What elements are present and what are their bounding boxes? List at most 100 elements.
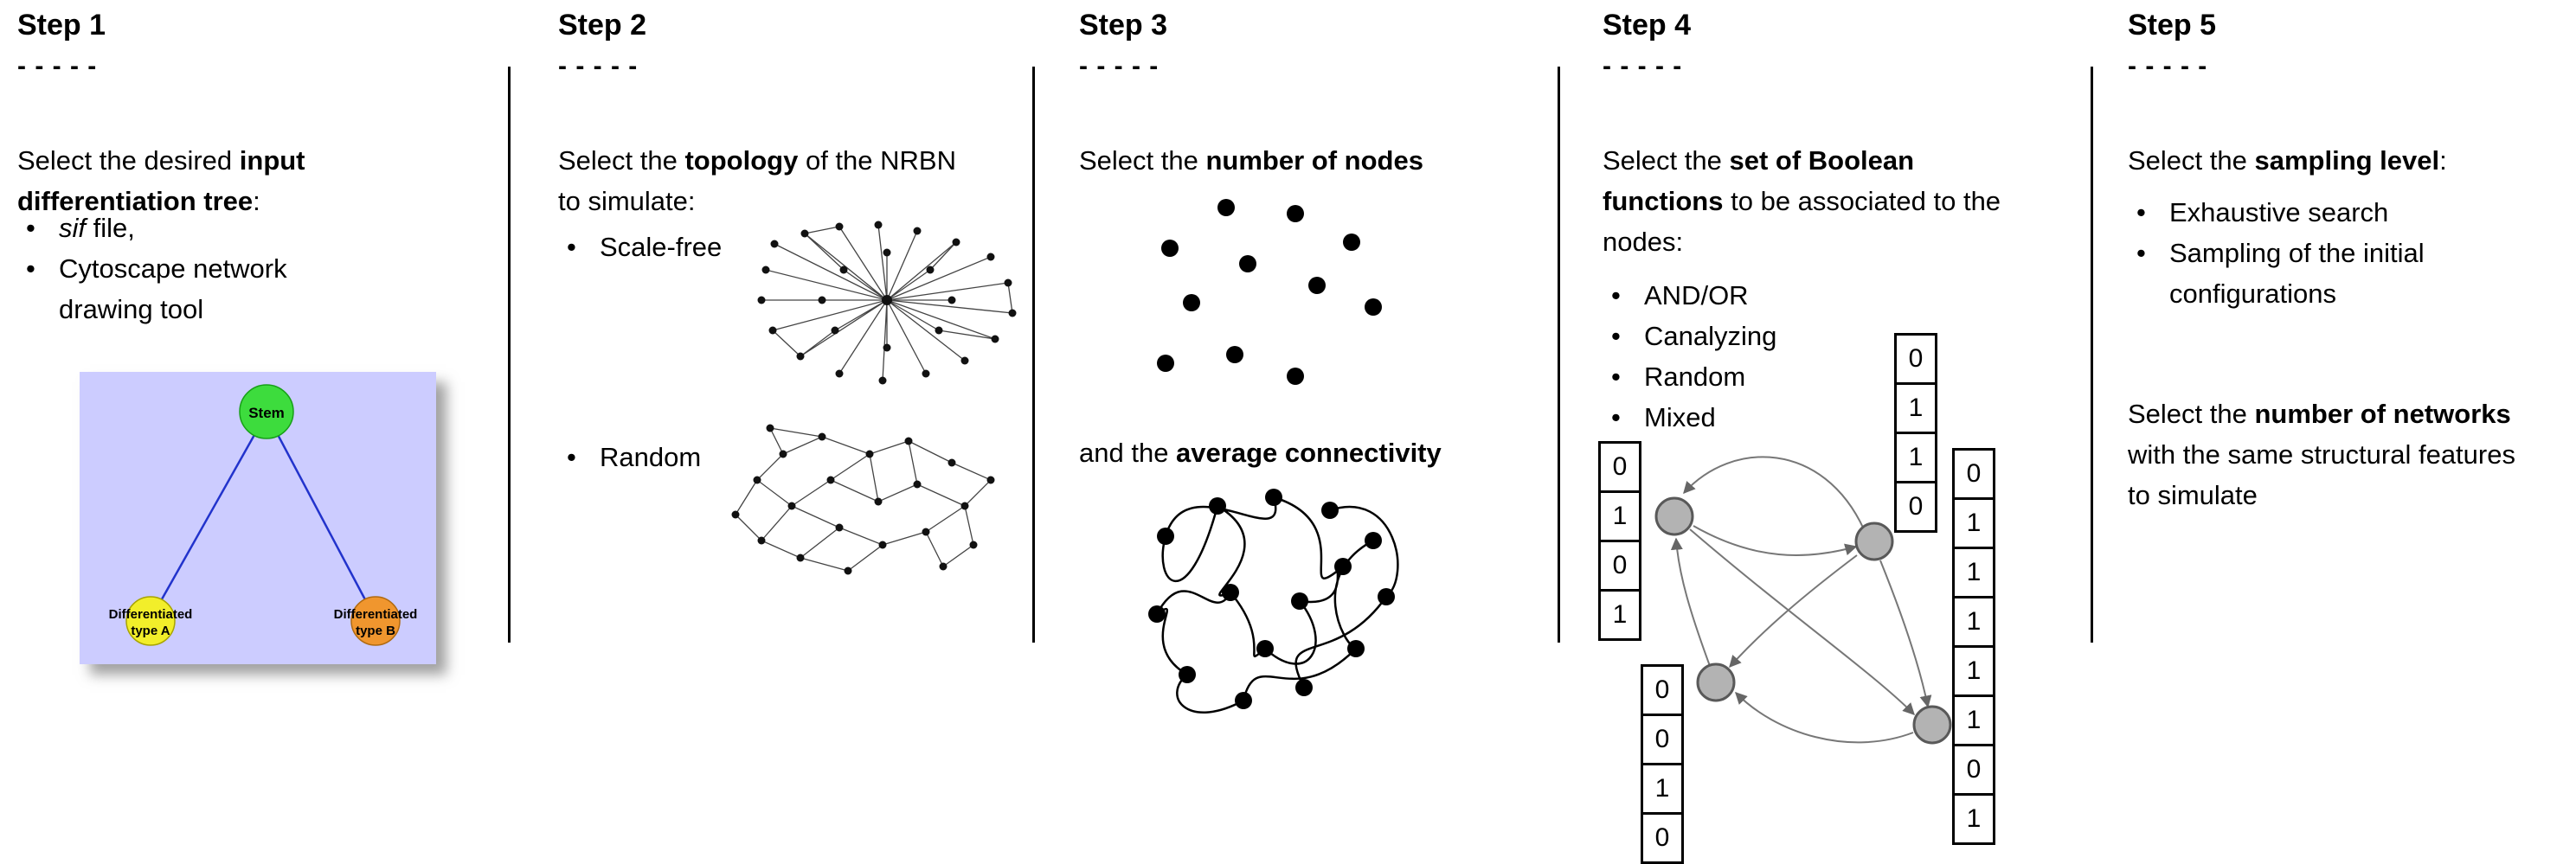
step-3-second-text: and the average connectivity [1079,432,1442,473]
step-2-column: Step 2 - - - - - Select the topology of … [558,0,1032,850]
intro-bold: sampling level [2254,145,2440,176]
step-3-title: Step 3 [1079,9,1168,42]
scale-free-bullet: Scale-free [558,227,748,267]
bullet-text: Sampling of the initial configurations [2169,238,2425,309]
step-4-column: Step 4 - - - - - Select the set of Boole… [1598,0,2087,864]
second-bold: average connectivity [1176,438,1442,468]
truth-table-cell: 0 [1894,333,1937,385]
column-divider [1032,67,1035,643]
intro-text: Select the [2128,145,2255,176]
list-item: AND/OR [1603,275,1879,316]
column-divider [508,67,511,643]
step-5-title: Step 5 [2128,9,2217,42]
type-b-label-line1: Differentiated [334,607,418,622]
step-4-bullet-list: AND/OR Canalyzing Random Mixed [1603,275,1879,438]
second-text: and the [1079,438,1177,468]
step-5-second-text: Select the number of networks with the s… [2128,394,2521,515]
list-item: Sampling of the initial configurations [2128,233,2509,314]
truth-table-cell: 0 [1952,744,1995,796]
truth-table-cell: 1 [1952,694,1995,746]
truth-table-cell: 1 [1641,763,1684,815]
list-item: sif file, [17,208,359,248]
step-2-title: Step 2 [558,9,647,42]
step-3-dashes: - - - - - [1079,52,1160,80]
list-item: Canalyzing [1603,316,1879,356]
step-2-intro: Select the topology of the NRBN to simul… [558,140,965,221]
intro-bold: number of nodes [1205,145,1423,176]
step-3-intro: Select the number of nodes [1079,140,1423,181]
gene-node [1912,705,1952,745]
random-bullet: Random [558,437,748,477]
truth-table-cell: 1 [1952,497,1995,549]
truth-table-cell: 0 [1952,448,1995,500]
differentiated-type-b-node [350,596,401,646]
random-network-graphic [731,424,995,575]
bullet-text: Random [600,442,702,472]
network-dots [757,221,1017,385]
bullet-text: Canalyzing [1644,321,1777,351]
tree-edge-stem-to-a [149,413,268,620]
truth-table-cell: 0 [1641,812,1684,864]
network-edges [761,224,1013,381]
intro-bold: set of Boolean functions [1603,145,1915,216]
truth-table-cell: 1 [1894,382,1937,434]
second-bold: number of networks [2254,399,2511,429]
boolean-network-canvas [1654,456,1952,745]
network-curved-edges [1155,496,1399,714]
network-edges [735,427,992,572]
truth-table-cell: 0 [1894,481,1937,533]
step-1-bullet-list: sif file, Cytoscape network drawing tool [17,208,359,330]
truth-table-cell: 1 [1952,547,1995,598]
intro-bold: topology [684,145,799,176]
list-item: Mixed [1603,397,1879,438]
bullet-italic-text: sif [59,213,86,243]
network-dots [731,424,995,575]
connectivity-network-graphic [1148,489,1399,714]
intro-text: to be associated to the nodes: [1603,186,2001,257]
truth-table-cell: 1 [1952,793,1995,845]
stem-node-label: Stem [248,405,285,421]
intro-text: Select the desired [17,145,240,176]
truth-table-cell: 1 [1894,432,1937,483]
bullet-text: AND/OR [1644,280,1749,310]
gene-node [1696,662,1736,702]
step-1-column: Step 1 - - - - - Select the desired inpu… [17,0,502,850]
type-a-label-line1: Differentiated [109,607,193,622]
intro-text: : [253,186,260,216]
type-a-label-line2: type A [131,624,170,638]
scale-free-network-graphic [757,221,1017,385]
truth-table-cell: 1 [1598,490,1641,542]
bullet-text: Mixed [1644,402,1716,432]
boolean-network-nodes [1654,496,1952,745]
truth-table-cell: 1 [1952,645,1995,697]
truth-table-bottom-left: 0 0 1 0 [1641,664,1684,864]
intro-text: Select the [1603,145,1730,176]
intro-text: of the NRBN to simulate: [558,145,956,216]
column-divider [1558,67,1560,643]
truth-table-cell: 0 [1598,540,1641,592]
step-4-title: Step 4 [1603,9,1692,42]
bullet-text: Cytoscape network drawing tool [59,253,287,324]
truth-table-cell: 0 [1598,441,1641,493]
truth-table-right: 0 1 1 1 1 1 0 1 [1952,448,1995,845]
truth-table-cell: 0 [1641,664,1684,716]
type-b-label-line2: type B [356,624,395,638]
network-dots [1148,489,1395,709]
bullet-text: Random [1644,362,1746,392]
bullet-text: Scale-free [600,232,723,262]
step-5-dashes: - - - - - [2128,52,2208,80]
list-item: Random [558,437,748,477]
truth-table-cell: 1 [1952,596,1995,648]
step-5-column: Step 5 - - - - - Select the sampling lev… [2128,0,2565,850]
differentiated-type-a-node [125,596,176,646]
bullet-text: Exhaustive search [2169,197,2389,227]
intro-text: Select the [1079,145,1206,176]
list-item: Cytoscape network drawing tool [17,248,359,330]
gene-node [1854,522,1894,561]
step-4-dashes: - - - - - [1603,52,1683,80]
column-divider [2091,67,2093,643]
node-dots [1157,199,1382,385]
step-2-dashes: - - - - - [558,52,639,80]
intro-text: Select the [558,145,685,176]
step-1-title: Step 1 [17,9,106,42]
